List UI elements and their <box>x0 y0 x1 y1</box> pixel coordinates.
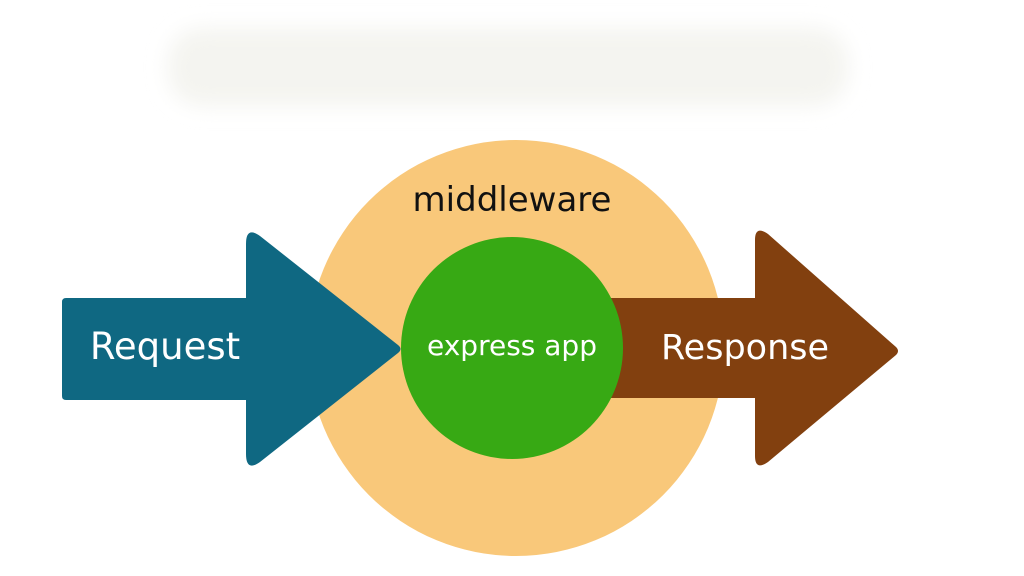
middleware-label: middleware <box>413 180 612 220</box>
express-app-circle <box>401 237 623 459</box>
request-arrow <box>62 232 401 466</box>
blurred-title-band <box>168 28 848 106</box>
response-arrow <box>560 230 898 466</box>
request-label: Request <box>90 325 240 368</box>
express-app-label: express app <box>427 329 597 362</box>
response-label: Response <box>661 328 829 368</box>
